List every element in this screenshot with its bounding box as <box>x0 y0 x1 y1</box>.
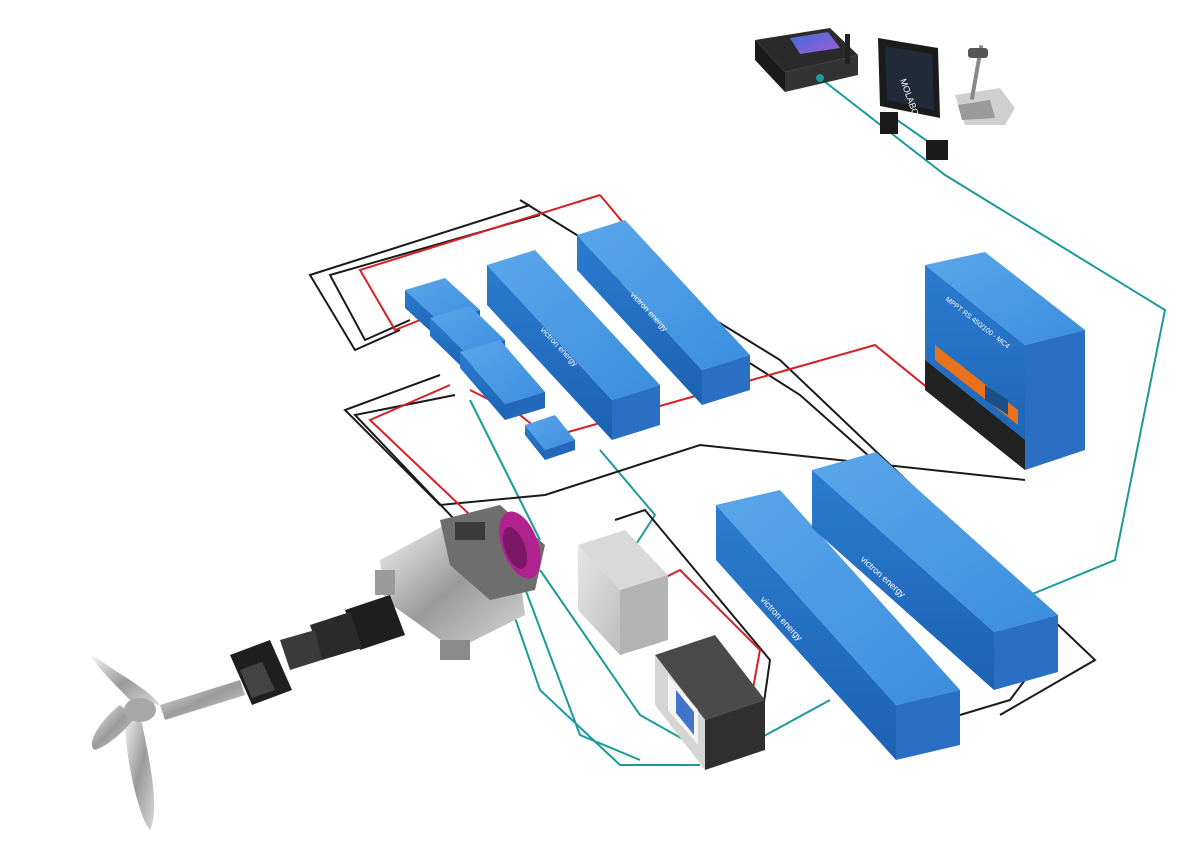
battery-module-3: victron energy <box>716 490 960 760</box>
battery-module-4: victron energy <box>812 452 1058 690</box>
charger-stack <box>405 278 575 460</box>
aux-battery <box>578 530 668 655</box>
gateway-controller <box>755 28 858 92</box>
negative-cable-top-loop-inner <box>328 214 541 342</box>
battery-module-2: victron energy <box>577 220 750 405</box>
throttle-lever <box>955 45 1015 125</box>
negative-cable-lower-loop <box>343 374 1026 507</box>
thrust-bearing <box>230 640 292 705</box>
data-cable-motor-to-display <box>494 559 700 766</box>
mppt-inverter: MPPT RS 450/100 - MC4 <box>925 252 1085 470</box>
negative-cable-aux-battery <box>614 508 772 731</box>
data-cable-motor-to-display-2 <box>519 574 641 761</box>
propeller <box>91 656 160 830</box>
positive-cable-aux-battery <box>659 568 762 706</box>
positive-cable-top-loop <box>358 194 601 332</box>
positive-cable-top-to-battery <box>599 194 626 226</box>
negative-cable-top-loop-outer <box>308 204 531 352</box>
electric-motor <box>375 505 545 660</box>
data-cable-helm-to-controller <box>819 77 1167 596</box>
helm-control-group: MOLABO <box>755 28 1015 160</box>
small-dc-converter <box>525 415 575 460</box>
data-cable-chargers-to-motor <box>469 399 541 541</box>
control-panel-display <box>655 635 765 770</box>
molabo-display: MOLABO <box>878 38 948 160</box>
propeller-shaft <box>160 680 245 720</box>
charger-unit-3 <box>460 340 545 420</box>
drive-coupling <box>280 595 405 670</box>
battery-module-1: victron energy <box>487 250 660 440</box>
